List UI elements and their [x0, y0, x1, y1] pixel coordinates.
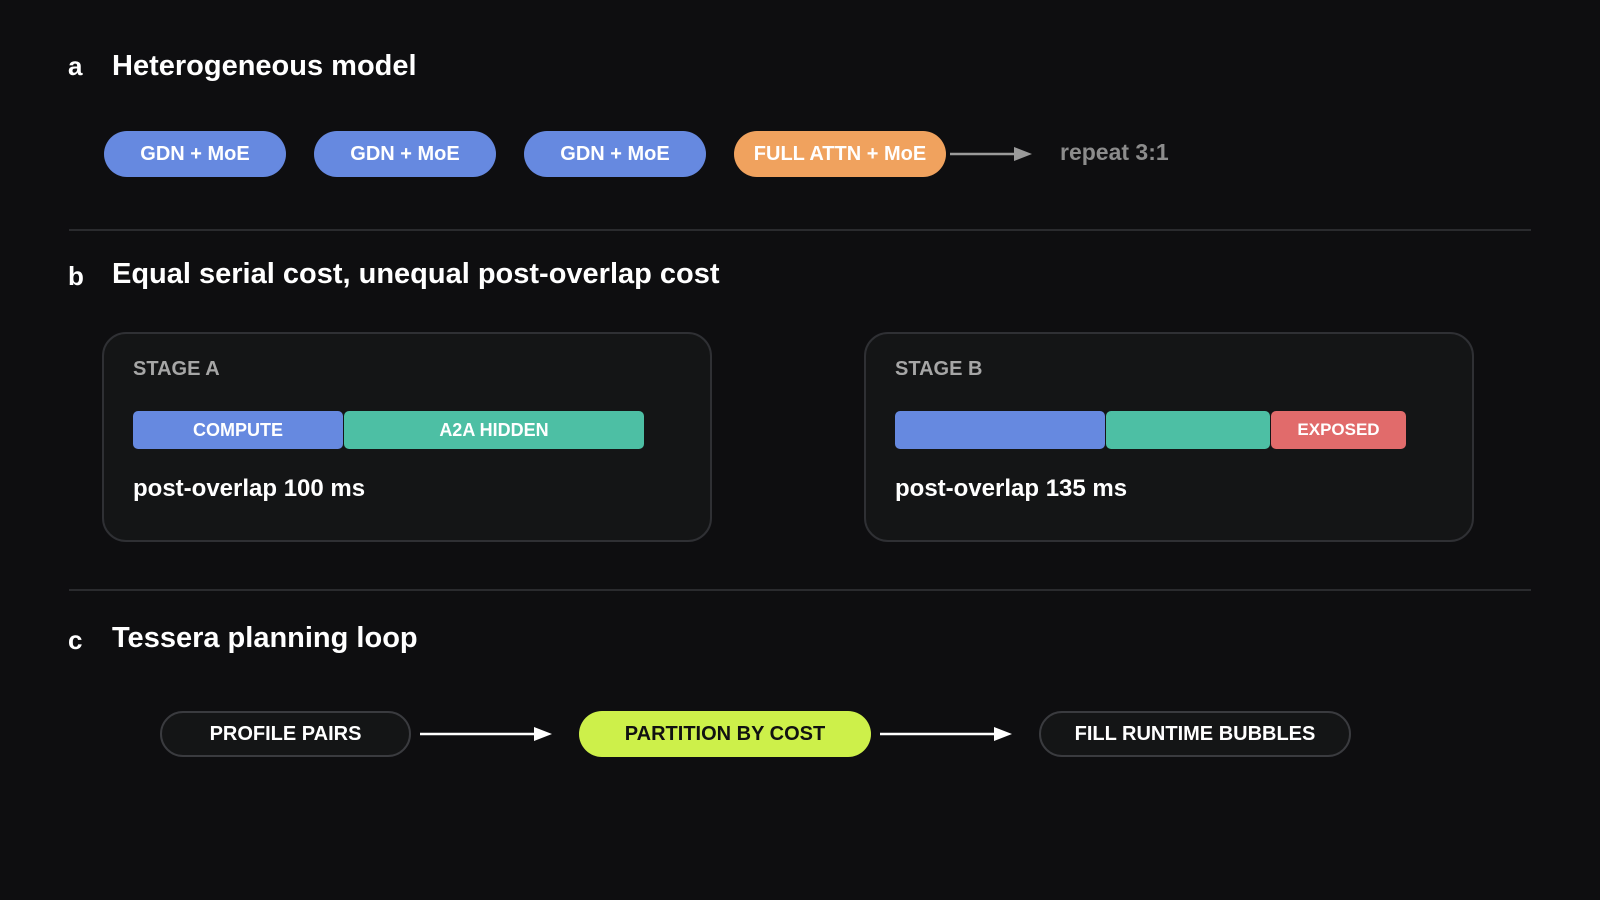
divider — [69, 229, 1531, 231]
section-title-b: Equal serial cost, unequal post-overlap … — [112, 258, 720, 290]
gdn-moe-block: GDN + MoE — [104, 131, 286, 177]
a2a-hidden-segment — [1106, 411, 1270, 449]
divider — [69, 589, 1531, 591]
arrow-right-icon — [420, 727, 552, 741]
stage-b-label: STAGE B — [895, 358, 983, 380]
stage-b-post-overlap: post-overlap 135 ms — [895, 475, 1128, 502]
stage-b-card: STAGE B EXPOSED post-overlap 135 ms — [864, 332, 1474, 542]
fill-runtime-bubbles-step: FILL RUNTIME BUBBLES — [1039, 711, 1351, 757]
repeat-arrow-icon — [950, 147, 1032, 161]
stage-a-card: STAGE A COMPUTE A2A HIDDEN post-overlap … — [102, 332, 712, 542]
partition-by-cost-step: PARTITION BY COST — [579, 711, 871, 757]
compute-segment — [895, 411, 1105, 449]
gdn-moe-block: GDN + MoE — [314, 131, 496, 177]
stage-a-post-overlap: post-overlap 100 ms — [133, 475, 366, 502]
compute-segment: COMPUTE — [133, 411, 343, 449]
section-letter-a: a — [68, 51, 83, 81]
stage-a-label: STAGE A — [133, 358, 220, 380]
full-attn-moe-block: FULL ATTN + MoE — [734, 131, 946, 177]
section-title-a: Heterogeneous model — [112, 50, 417, 82]
exposed-segment: EXPOSED — [1271, 411, 1406, 449]
section-title-c: Tessera planning loop — [112, 622, 418, 654]
a2a-hidden-segment: A2A HIDDEN — [344, 411, 644, 449]
section-letter-b: b — [68, 261, 84, 291]
repeat-ratio-label: repeat 3:1 — [1060, 139, 1169, 165]
gdn-moe-block: GDN + MoE — [524, 131, 706, 177]
section-letter-c: c — [68, 625, 83, 655]
profile-pairs-step: PROFILE PAIRS — [160, 711, 411, 757]
arrow-right-icon — [880, 727, 1012, 741]
